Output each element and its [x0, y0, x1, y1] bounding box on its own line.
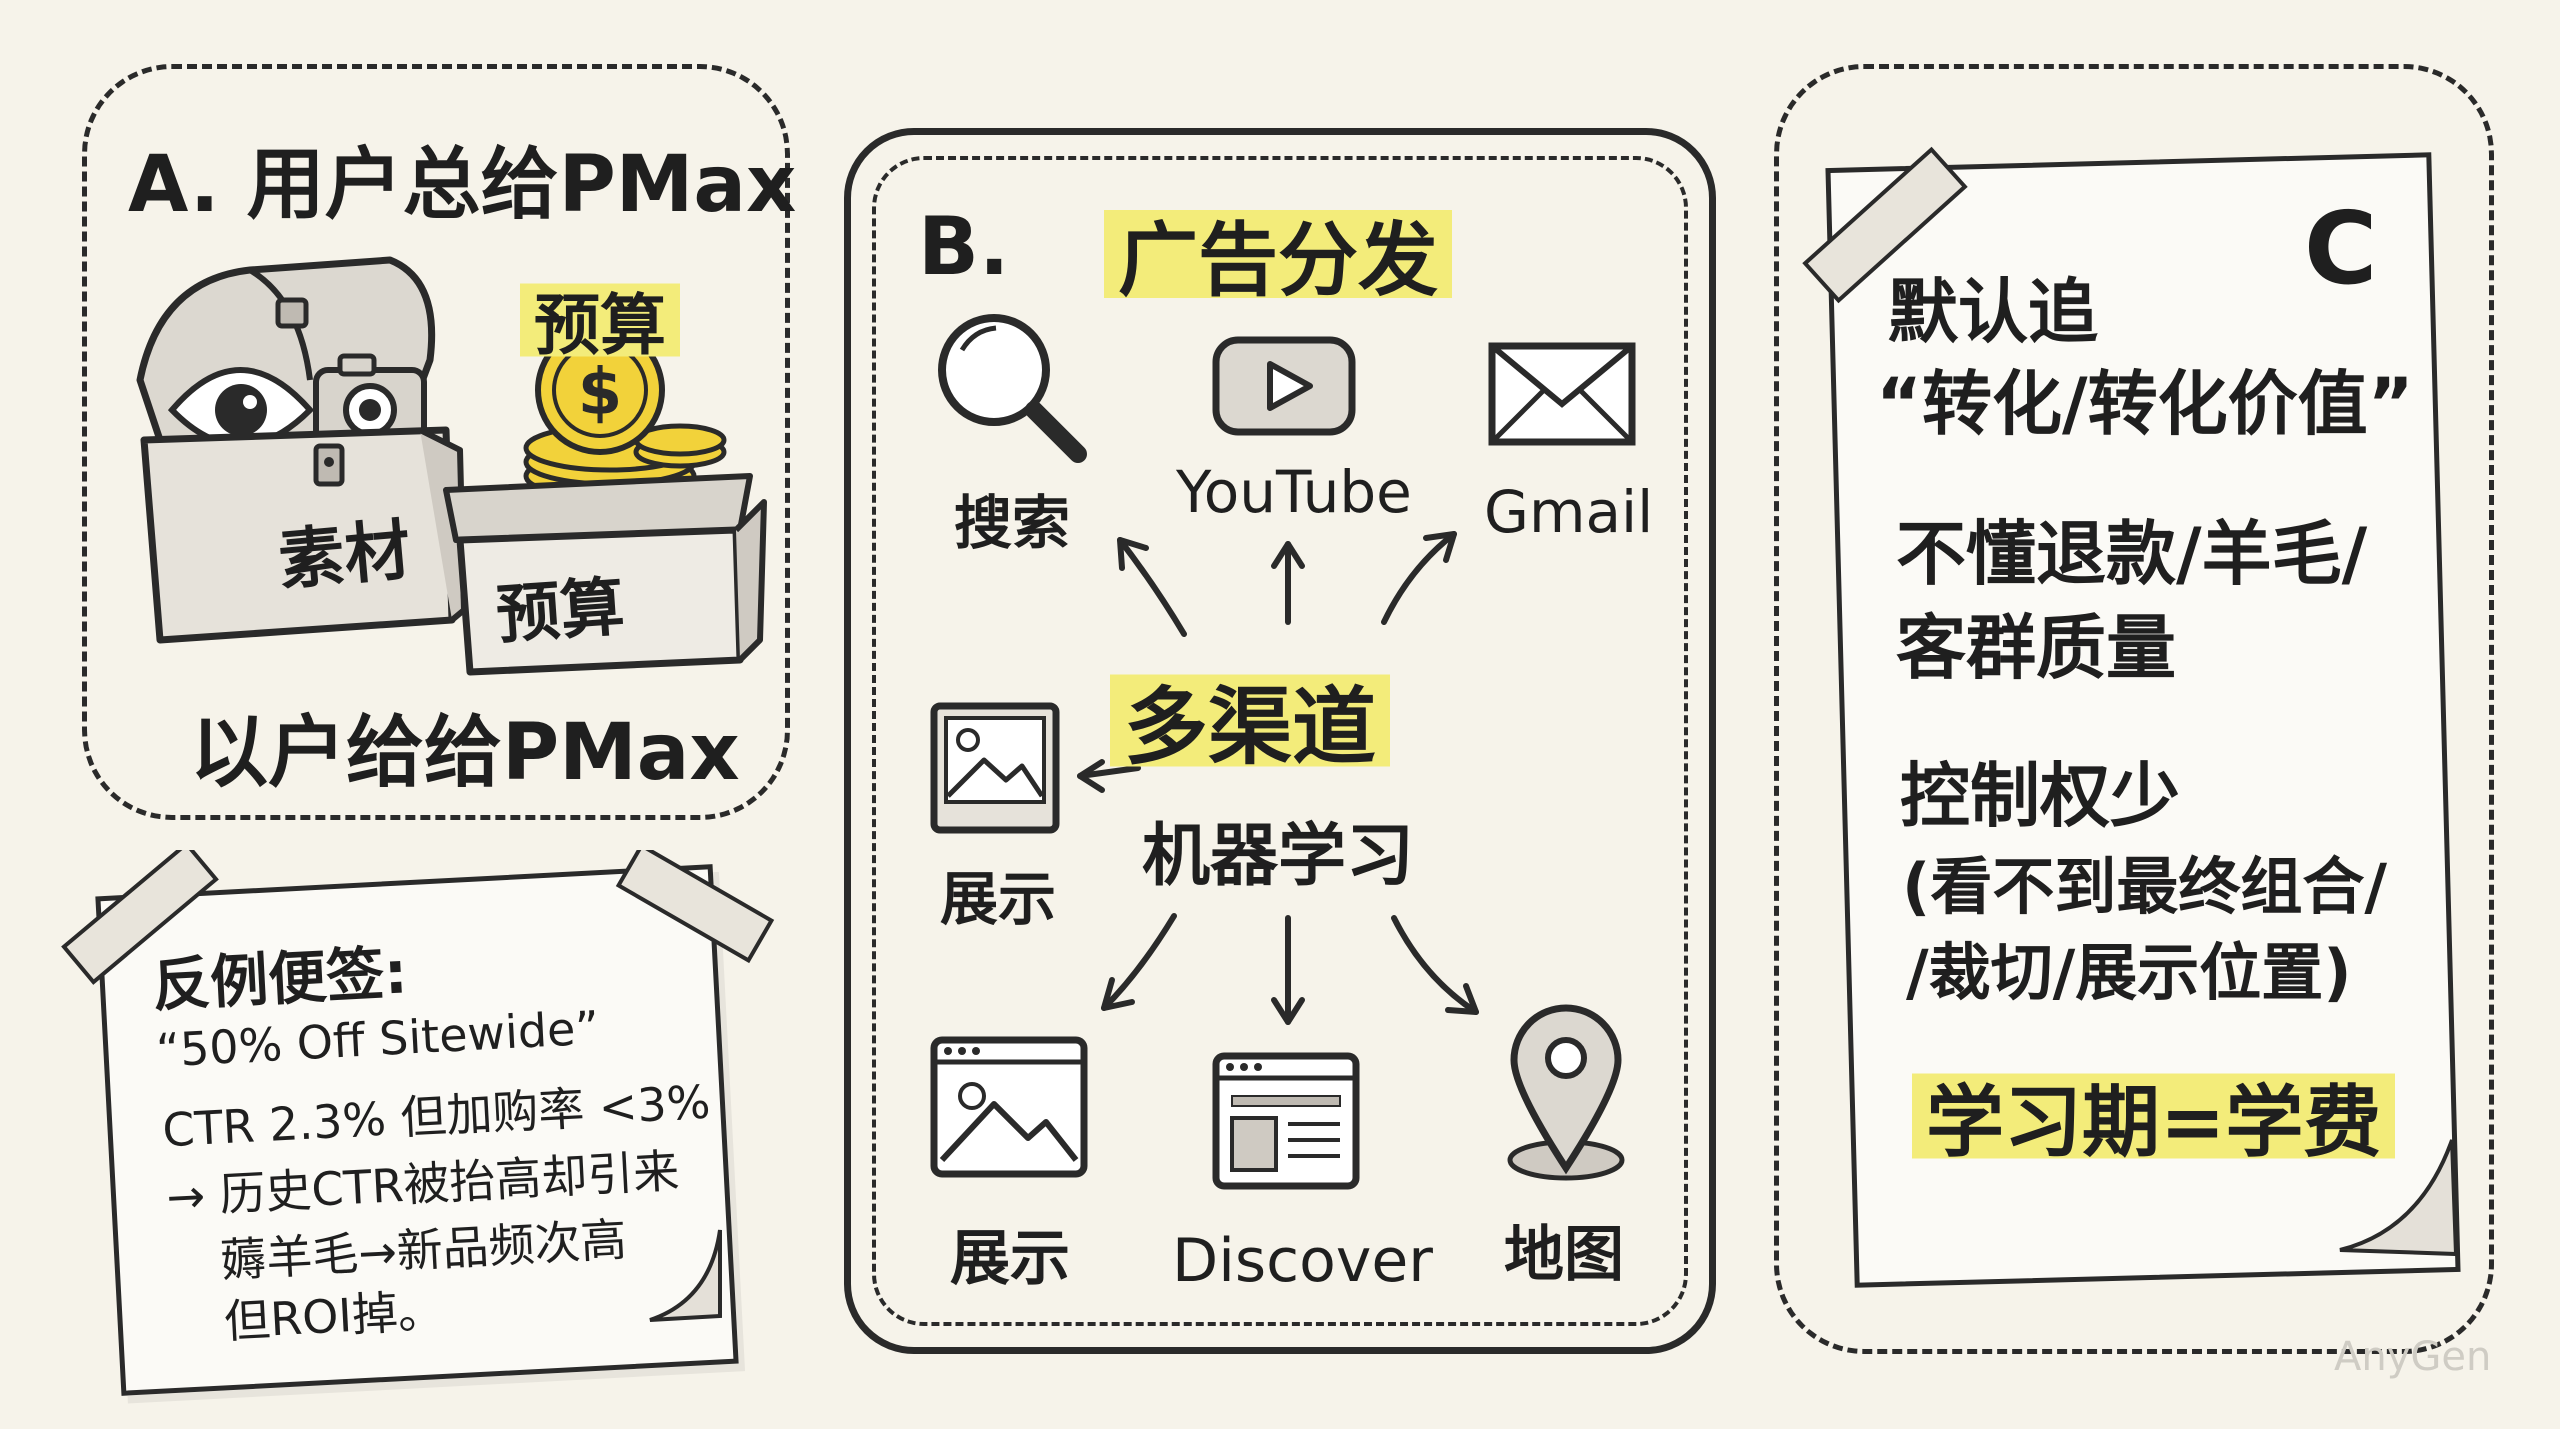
coins-icon: $	[523, 325, 727, 501]
budget-highlight-label: 预算	[520, 272, 680, 368]
channel-search: 搜索	[954, 489, 1071, 557]
page-curl	[2339, 1139, 2459, 1257]
chest-body	[140, 426, 467, 644]
note-page-curl	[649, 1229, 722, 1322]
tape-right	[615, 850, 775, 964]
learning-period-highlight: 学习期=学费	[1912, 1060, 2396, 1172]
channel-youtube: YouTube	[1176, 458, 1412, 526]
channel-gmail: Gmail	[1484, 478, 1654, 546]
arrow-to-maps-icon	[1391, 915, 1479, 1015]
channel-discover: Discover	[1172, 1226, 1433, 1296]
watermark: AnyGen	[2334, 1334, 2492, 1380]
note-title: 反例便签:	[150, 938, 410, 1020]
panel-c-decor	[1802, 146, 2459, 1257]
tape	[1802, 146, 1968, 304]
browser-icon	[1212, 1052, 1360, 1190]
eye-icon	[167, 367, 315, 448]
budget-box-label: 预算	[493, 570, 627, 654]
panel-b-inner-border	[872, 156, 1688, 1326]
arrow-to-discover-icon	[1271, 915, 1305, 1025]
panel-c	[1774, 64, 2494, 1354]
mail-icon	[1488, 342, 1636, 446]
center-machine-learning: 机器学习	[1142, 817, 1415, 896]
tape-left	[61, 850, 219, 985]
panel-a-title: A. 用户总给PMax	[128, 140, 797, 230]
search-icon	[938, 314, 1087, 463]
arrow-to-youtube-icon	[1271, 541, 1305, 625]
panel-c-line: 不懂退款/羊毛/	[1896, 513, 2368, 595]
image-window-icon	[930, 1036, 1088, 1178]
center-multichannel: 多渠道	[1110, 660, 1391, 781]
budget-box	[443, 473, 767, 676]
map-pin-icon	[1507, 1004, 1625, 1181]
panel-a	[82, 64, 790, 820]
panel-c-line: (看不到最终组合/	[1902, 850, 2387, 923]
panel-b-title: 广告分发	[1104, 196, 1452, 312]
channel-maps: 地图	[1504, 1220, 1624, 1290]
note-tape	[61, 850, 775, 985]
note-line: 但ROI掉。	[222, 1283, 446, 1349]
arrow-to-display-bottom-icon	[1101, 913, 1177, 1011]
panel-c-line: 控制权少	[1900, 755, 2180, 837]
panel-b-label: B.	[918, 200, 1010, 293]
panel-a-subtitle: 以户给给PMax	[190, 708, 740, 798]
arrows	[1077, 531, 1479, 1025]
channel-display: 展示	[940, 865, 1057, 933]
youtube-icon	[1212, 336, 1356, 436]
panel-c-line: /裁切/展示位置)	[1906, 936, 2352, 1009]
channel-display-bottom: 展示	[950, 1224, 1070, 1294]
image-icon	[930, 702, 1060, 834]
panel-c-line: 客群质量	[1896, 607, 2176, 689]
arrow-to-search-icon	[1117, 537, 1187, 637]
panel-a-illustration: $	[136, 256, 767, 676]
arrow-to-gmail-icon	[1381, 531, 1457, 625]
panel-b	[844, 128, 1716, 1354]
panel-c-letter: C	[2304, 190, 2378, 307]
panel-c-line: 默认追	[1888, 271, 2098, 353]
svg-text:$: $	[578, 356, 623, 430]
material-label: 素材	[275, 511, 414, 600]
panel-c-line: “转化/转化价值”	[1876, 363, 2414, 445]
panel-b-icons	[930, 314, 1636, 1190]
